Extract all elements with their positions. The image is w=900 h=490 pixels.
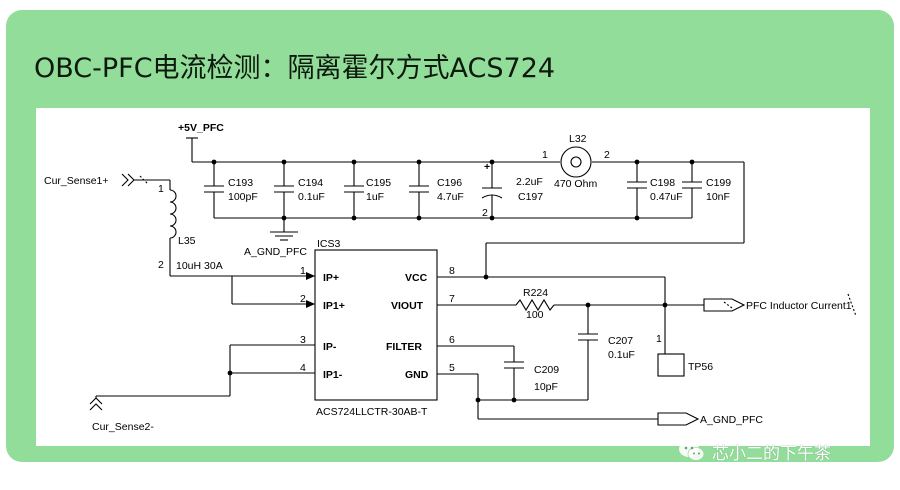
- ic-right-wiring: R224 100 C207 0.1uF C209 10pF: [437, 276, 704, 420]
- svg-text:FILTER: FILTER: [386, 341, 422, 353]
- svg-text:100pF: 100pF: [228, 191, 258, 203]
- svg-text:470 Ohm: 470 Ohm: [554, 178, 597, 190]
- capacitor-c198: C198 0.47uF: [627, 162, 683, 218]
- svg-text:10uH 30A: 10uH 30A: [176, 260, 223, 272]
- output-port: PFC Inductor Current1: [703, 293, 857, 317]
- svg-text:C207: C207: [608, 335, 633, 347]
- svg-text:1uF: 1uF: [366, 191, 384, 203]
- svg-text:2: 2: [300, 293, 306, 305]
- power-symbol: +5V_PFC: [178, 122, 224, 162]
- svg-text:C198: C198: [650, 177, 675, 189]
- svg-text:VCC: VCC: [405, 272, 428, 284]
- ground-net-label: A_GND_PFC: [244, 246, 307, 258]
- svg-text:IP-: IP-: [323, 341, 337, 353]
- svg-text:VIOUT: VIOUT: [391, 300, 424, 312]
- svg-text:C195: C195: [366, 177, 391, 189]
- watermark: 芯小二的下午茶: [678, 436, 878, 466]
- wechat-icon: [679, 441, 705, 461]
- svg-text:IP+: IP+: [323, 272, 339, 284]
- svg-text:6: 6: [449, 334, 455, 346]
- svg-text:0.47uF: 0.47uF: [650, 191, 683, 203]
- inductor-l35: 1 2 L35 10uH 30A: [158, 180, 232, 277]
- svg-text:C194: C194: [298, 177, 323, 189]
- testpoint-tp56: 1 TP56: [656, 305, 713, 377]
- schematic-diagram: +5V_PFC: [44, 122, 857, 433]
- svg-text:2: 2: [158, 259, 164, 271]
- svg-text:C193: C193: [228, 177, 253, 189]
- svg-text:ICS3: ICS3: [317, 238, 341, 250]
- ground-port: A_GND_PFC: [657, 412, 763, 426]
- svg-text:10nF: 10nF: [706, 191, 730, 203]
- capacitor-c197: + 2 2.2uF C197: [481, 161, 543, 219]
- svg-text:C197: C197: [518, 191, 543, 203]
- svg-text:1: 1: [300, 265, 306, 277]
- svg-text:5: 5: [449, 362, 455, 374]
- card: OBC-PFC电流检测：隔离霍尔方式ACS724 +5V_PFC: [6, 10, 894, 462]
- svg-text:4: 4: [300, 362, 306, 374]
- svg-text:A_GND_PFC: A_GND_PFC: [700, 414, 763, 426]
- svg-text:Cur_Sense2-: Cur_Sense2-: [92, 421, 154, 433]
- svg-text:0.1uF: 0.1uF: [298, 191, 325, 203]
- capacitor-c194: C194 0.1uF: [274, 162, 325, 218]
- svg-text:GND: GND: [405, 369, 429, 381]
- svg-text:1: 1: [158, 183, 164, 195]
- svg-text:0.1uF: 0.1uF: [608, 349, 635, 361]
- svg-text:L35: L35: [178, 235, 196, 247]
- svg-text:ACS724LLCTR-30AB-T: ACS724LLCTR-30AB-T: [316, 406, 428, 418]
- top-rail: [192, 161, 745, 277]
- svg-text:L32: L32: [569, 133, 587, 145]
- ic-left-wiring: [96, 272, 315, 397]
- capacitor-c196: C196 4.7uF: [409, 162, 464, 218]
- ferrite-bead-l32: L32 1 2 470 Ohm: [542, 133, 610, 190]
- svg-text:2: 2: [604, 149, 610, 161]
- input-port-neg: Cur_Sense2-: [89, 396, 154, 433]
- page-title: OBC-PFC电流检测：隔离霍尔方式ACS724: [34, 53, 556, 84]
- svg-text:TP56: TP56: [688, 361, 713, 373]
- svg-text:3: 3: [300, 334, 306, 346]
- svg-text:8: 8: [449, 265, 455, 277]
- svg-text:1: 1: [542, 149, 548, 161]
- svg-text:Cur_Sense1+: Cur_Sense1+: [44, 175, 109, 187]
- svg-text:2: 2: [482, 207, 488, 219]
- input-port-pos: Cur_Sense1+: [44, 173, 170, 187]
- hall-sensor-ic: ICS3 ACS724LLCTR-30AB-T IP+ IP1+ IP- IP1…: [300, 238, 455, 418]
- svg-text:R224: R224: [523, 287, 548, 299]
- svg-text:1: 1: [656, 333, 662, 345]
- watermark-text: 芯小二的下午茶: [712, 443, 831, 464]
- ground-symbol: A_GND_PFC: [244, 228, 307, 258]
- svg-text:C199: C199: [706, 177, 731, 189]
- svg-text:7: 7: [449, 293, 455, 305]
- svg-text:4.7uF: 4.7uF: [437, 191, 464, 203]
- svg-text:PFC Inductor Current1: PFC Inductor Current1: [746, 300, 852, 312]
- capacitor-c199: C199 10nF: [682, 162, 731, 218]
- power-net-label: +5V_PFC: [178, 122, 224, 134]
- capacitor-c193: C193 100pF: [204, 162, 258, 218]
- schematic-panel: +5V_PFC: [36, 108, 870, 446]
- svg-text:2.2uF: 2.2uF: [516, 176, 543, 188]
- capacitor-c195: C195 1uF: [344, 162, 391, 218]
- svg-text:C209: C209: [534, 364, 559, 376]
- svg-text:IP1-: IP1-: [323, 369, 343, 381]
- svg-text:IP1+: IP1+: [323, 300, 345, 312]
- svg-text:100: 100: [526, 309, 544, 321]
- svg-text:+: +: [484, 161, 490, 173]
- svg-text:C196: C196: [437, 177, 462, 189]
- svg-text:10pF: 10pF: [534, 381, 558, 393]
